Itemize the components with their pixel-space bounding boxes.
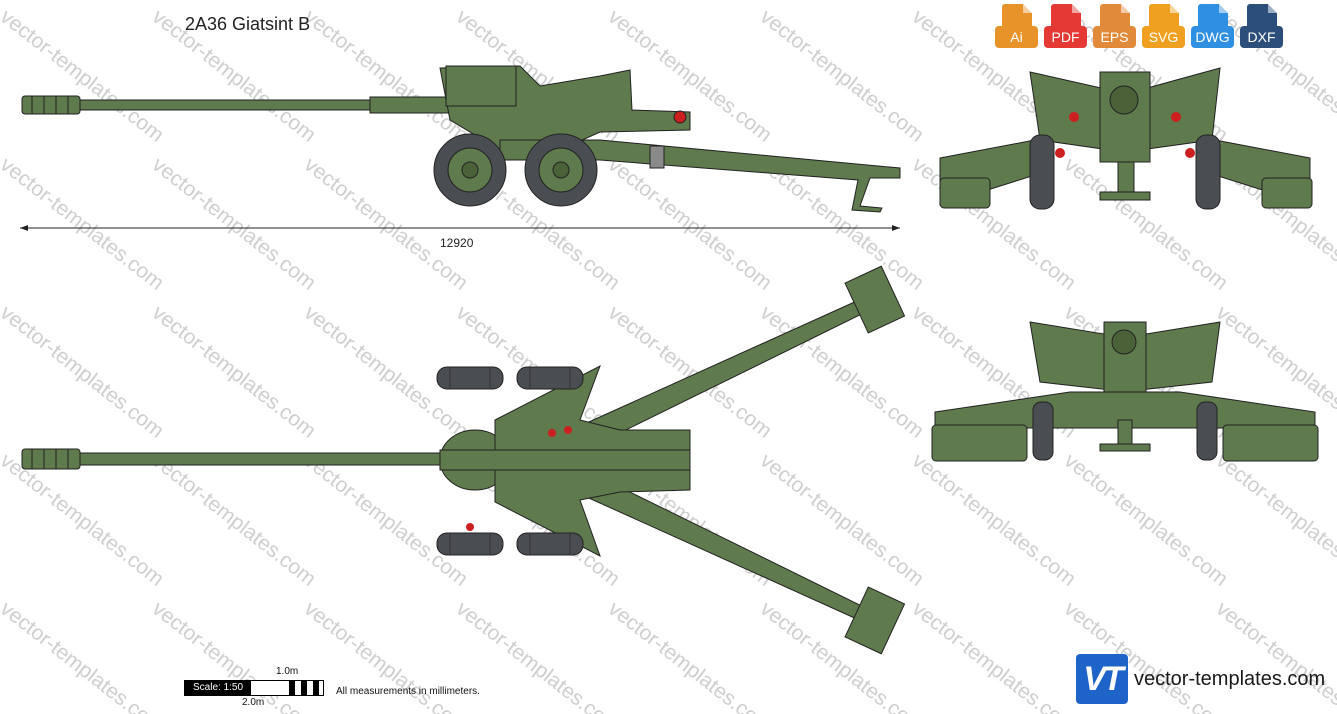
format-label: PDF: [1044, 26, 1087, 48]
page-fold-icon: [1072, 4, 1081, 13]
format-button-svg[interactable]: SVG: [1142, 4, 1185, 52]
rear-view: [931, 321, 1319, 462]
vt-logo[interactable]: VT: [1076, 654, 1128, 704]
site-name-link[interactable]: vector-templates.com: [1134, 668, 1326, 690]
scale-1m-label: 1.0m: [276, 666, 299, 677]
units-note: All measurements in millimeters.: [336, 686, 480, 697]
scale-ruler: Scale: 1:50: [184, 680, 324, 696]
format-label: Ai: [995, 26, 1038, 48]
side-view: [21, 65, 901, 213]
page-title: 2A36 Giatsint B: [185, 14, 311, 34]
format-button-dwg[interactable]: DWG: [1191, 4, 1234, 52]
page-fold-icon: [1170, 4, 1179, 13]
dimension-line: [20, 225, 900, 231]
format-button-ai[interactable]: Ai: [995, 4, 1038, 52]
format-button-pdf[interactable]: PDF: [1044, 4, 1087, 52]
page-fold-icon: [1121, 4, 1130, 13]
format-label: SVG: [1142, 26, 1185, 48]
format-label: DWG: [1191, 26, 1234, 48]
format-button-eps[interactable]: EPS: [1093, 4, 1136, 52]
page-fold-icon: [1268, 4, 1277, 13]
format-buttons: Ai PDF EPS SVG DWG DXF: [995, 4, 1283, 52]
format-button-dxf[interactable]: DXF: [1240, 4, 1283, 52]
scale-ratio-label: Scale: 1:50: [185, 681, 251, 695]
format-label: EPS: [1093, 26, 1136, 48]
format-label: DXF: [1240, 26, 1283, 48]
top-view: [21, 265, 906, 655]
scale-ticks: [289, 681, 323, 695]
length-dimension: 12920: [440, 236, 474, 250]
page-fold-icon: [1219, 4, 1228, 13]
page-fold-icon: [1023, 4, 1032, 13]
front-view: [939, 67, 1313, 210]
scale-2m-label: 2.0m: [242, 697, 265, 708]
